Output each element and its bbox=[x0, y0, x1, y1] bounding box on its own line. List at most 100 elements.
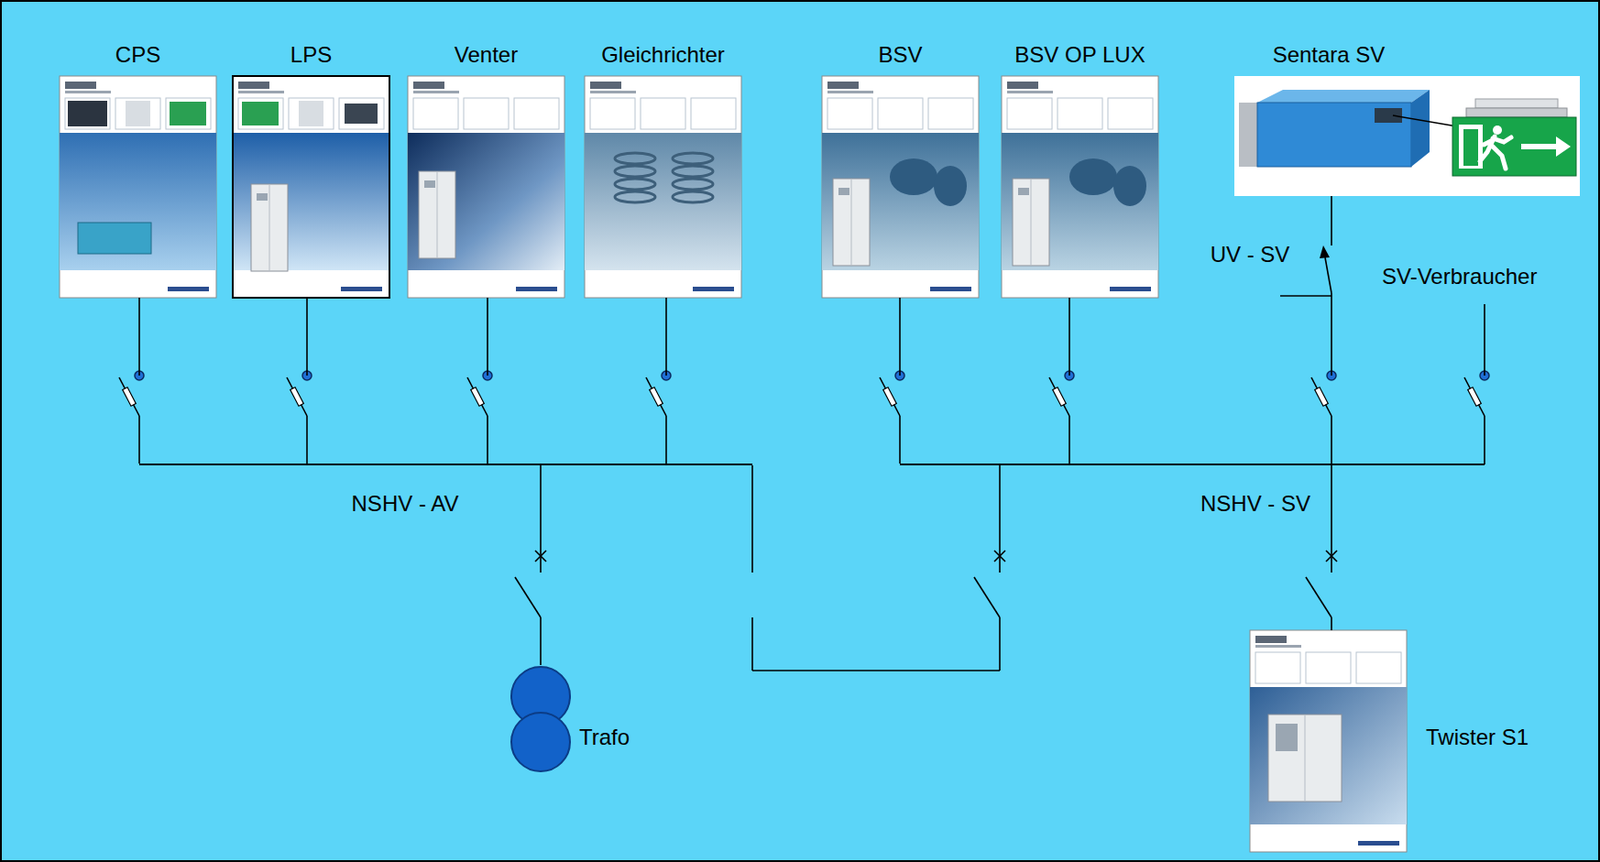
brochure-gleichrichter bbox=[584, 76, 742, 298]
brochure-venter bbox=[407, 76, 565, 298]
fuse-symbols bbox=[879, 371, 905, 417]
uv-sv-switch bbox=[1325, 257, 1332, 294]
brochure-bsv-op-lux bbox=[1001, 76, 1159, 298]
busbar: NSHV - AV bbox=[139, 463, 753, 466]
brochure-gleichrichter bbox=[672, 178, 713, 190]
brochure-node: Venter bbox=[407, 76, 565, 298]
brochure-node: CPS bbox=[59, 76, 217, 298]
brochure-node: BSV OP LUX bbox=[1001, 76, 1159, 298]
brochure-gleichrichter bbox=[672, 165, 713, 177]
brochure-bsv bbox=[933, 165, 967, 207]
feeder-line bbox=[138, 297, 141, 464]
brochure-cps bbox=[59, 76, 217, 298]
brochure-venter bbox=[418, 171, 456, 259]
feeder-line bbox=[752, 465, 1000, 671]
node-label: Sentara SV bbox=[1272, 42, 1386, 67]
sentara-image bbox=[1238, 102, 1260, 167]
brochure-gleichrichter bbox=[584, 76, 742, 298]
feeder-line bbox=[1068, 297, 1071, 464]
fuse-symbols bbox=[1049, 371, 1074, 417]
feeder-line bbox=[1330, 465, 1333, 631]
node-label: BSV bbox=[877, 42, 922, 67]
brochure-gleichrichter bbox=[672, 191, 713, 203]
brochure-lps bbox=[251, 184, 288, 272]
node-label: NSHV - AV bbox=[351, 491, 460, 516]
feeder-line bbox=[1330, 196, 1333, 464]
brochure-venter bbox=[407, 76, 565, 298]
breaker-symbols bbox=[515, 550, 1337, 618]
brochure-bsv bbox=[889, 158, 938, 196]
sv-verbraucher-feeder bbox=[1483, 304, 1486, 376]
node-label: Gleichrichter bbox=[601, 42, 725, 67]
brochure-gleichrichter bbox=[614, 153, 656, 165]
sentara-image bbox=[1257, 102, 1412, 167]
brochure-twister bbox=[1249, 630, 1407, 853]
brochure-twister bbox=[1268, 714, 1342, 802]
device-node: Sentara SV bbox=[1234, 76, 1580, 197]
brochure-bsv bbox=[821, 132, 979, 271]
brochure-lps bbox=[232, 76, 390, 298]
sentara-image bbox=[1374, 108, 1403, 123]
brochure-twister bbox=[1275, 723, 1298, 752]
brochure-twister bbox=[1249, 630, 1407, 853]
node-label: Trafo bbox=[579, 724, 630, 750]
brochure-cps bbox=[125, 100, 151, 127]
brochure-node: Twister S1 bbox=[1249, 630, 1407, 853]
brochure-gleichrichter bbox=[672, 153, 713, 165]
brochure-twister bbox=[1304, 714, 1306, 802]
brochure-cps bbox=[59, 76, 217, 298]
fuse-symbols bbox=[467, 371, 493, 417]
brochure-node: LPS bbox=[232, 76, 390, 298]
brochure-lps bbox=[232, 76, 390, 298]
breaker-symbols bbox=[974, 550, 1006, 618]
brochure-venter bbox=[407, 132, 565, 271]
brochure-bsv-op-lux bbox=[1069, 158, 1118, 196]
sentara-image bbox=[1475, 98, 1558, 109]
brochure-bsv-op-lux bbox=[1001, 132, 1159, 271]
node-label: CPS bbox=[115, 42, 161, 67]
node-label: LPS bbox=[290, 42, 332, 67]
brochure-lps bbox=[241, 101, 279, 126]
sentara-image bbox=[1466, 108, 1568, 118]
switch-arrowhead bbox=[1319, 245, 1330, 259]
sentara-image bbox=[1492, 125, 1502, 135]
sentara-image bbox=[1479, 136, 1512, 169]
sentara-image bbox=[1257, 89, 1430, 103]
annotation-label: SV-Verbraucher bbox=[1381, 263, 1537, 289]
fuse-symbols bbox=[119, 371, 144, 417]
brochure-node: BSV bbox=[821, 76, 979, 298]
node-label: BSV OP LUX bbox=[1014, 42, 1145, 67]
brochure-bsv-op-lux bbox=[1012, 178, 1050, 266]
brochure-bsv bbox=[821, 76, 979, 298]
feeder-line bbox=[665, 297, 668, 464]
brochure-twister bbox=[1249, 687, 1407, 825]
busbar: NSHV - SV bbox=[899, 463, 1485, 466]
brochure-cps bbox=[59, 132, 217, 271]
brochure-lps bbox=[233, 132, 389, 271]
fuse-symbols bbox=[646, 371, 671, 417]
breaker-symbols bbox=[1305, 550, 1337, 618]
brochure-cps bbox=[67, 100, 108, 127]
fuse-symbols bbox=[1311, 371, 1337, 417]
sentara-image bbox=[1392, 115, 1458, 127]
brochure-bsv-op-lux bbox=[1113, 165, 1147, 207]
brochure-gleichrichter bbox=[614, 165, 656, 177]
breaker-symbols bbox=[515, 550, 547, 618]
brochure-lps bbox=[232, 76, 390, 298]
brochure-node: Gleichrichter bbox=[584, 76, 742, 298]
sentara-image bbox=[1463, 129, 1479, 166]
fuse-symbols bbox=[286, 371, 312, 417]
sentara-image bbox=[1234, 76, 1580, 197]
sentara-image bbox=[1234, 76, 1580, 197]
node-label: Venter bbox=[454, 42, 518, 67]
brochure-cps bbox=[169, 101, 207, 126]
fuse-symbols bbox=[1464, 371, 1490, 417]
feeder-line bbox=[306, 297, 308, 464]
node-label: Twister S1 bbox=[1425, 724, 1529, 750]
brochure-bsv-op-lux bbox=[1001, 76, 1159, 298]
sv-verbraucher-feeder bbox=[1483, 304, 1486, 465]
transformer-winding bbox=[511, 712, 570, 772]
